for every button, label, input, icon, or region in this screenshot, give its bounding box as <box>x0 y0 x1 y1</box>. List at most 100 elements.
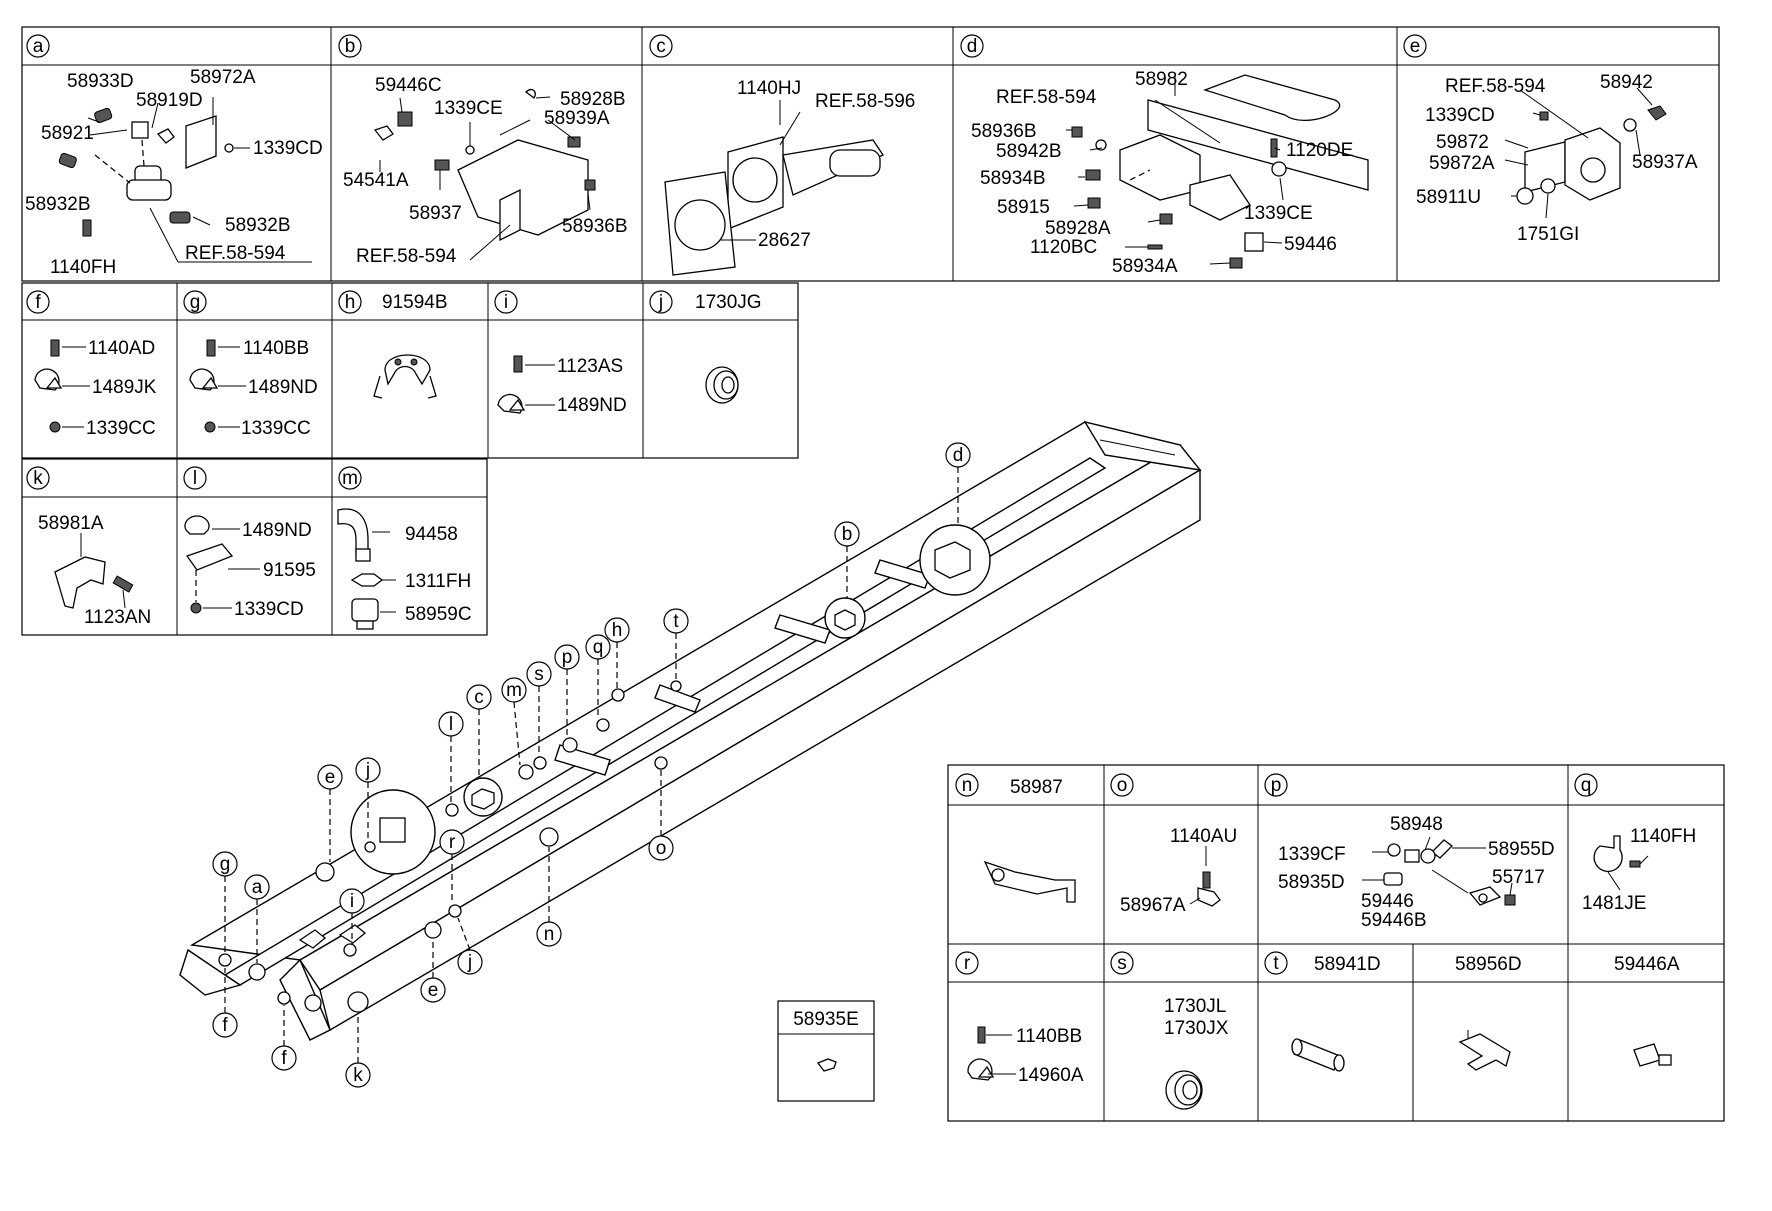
part-label: 1489ND <box>242 520 312 541</box>
panel-p-drawing: 58948 1339CF 58955D 58935D 55717 59446 5… <box>1278 814 1555 931</box>
callout-i: i <box>339 888 365 944</box>
part-label: 55717 <box>1492 867 1545 888</box>
part-label: h <box>612 620 623 641</box>
panel-o-drawing: 1140AU 58967A <box>1120 826 1237 916</box>
part-label: 1730JL <box>1164 996 1226 1017</box>
part-label: 91594B <box>382 292 448 313</box>
part-label: 1730JG <box>695 292 762 313</box>
part-label: 58972A <box>190 67 256 88</box>
part-label: l <box>449 714 453 735</box>
callout-e-top: e <box>317 764 343 862</box>
part-label: h <box>345 292 356 313</box>
standalone-label: 58935E <box>793 1009 859 1030</box>
part-label: 58932B <box>25 194 91 215</box>
part-label: q <box>1581 775 1592 796</box>
part-label: f <box>35 292 41 313</box>
panel-f-drawing: 1140AD 1489JK 1339CC <box>34 338 157 439</box>
standalone-58935e-box: 58935E <box>777 1000 875 1102</box>
part-label: 58987 <box>1010 777 1063 798</box>
part-label: 1489ND <box>557 395 627 416</box>
part-label: c <box>656 36 666 57</box>
part-label: 58928B <box>560 89 626 110</box>
part-label: t <box>1273 953 1279 974</box>
part-label: 58928A <box>1045 218 1111 239</box>
callout-f-right: f <box>271 1005 297 1071</box>
part-label: j <box>467 952 472 973</box>
panel-letter-p: p <box>1264 773 1288 797</box>
part-label: 1123AN <box>84 607 151 628</box>
part-label: g <box>220 854 231 875</box>
panel-letter-f: f <box>26 290 50 314</box>
panel-letters: a b c d e f g h i j k l m n o p q r s t <box>26 34 1598 975</box>
panel-letter-c: c <box>649 34 673 58</box>
part-label: 58934A <box>1112 256 1178 277</box>
part-label: p <box>562 647 573 668</box>
callout-n: n <box>536 847 562 947</box>
part-label: 58982 <box>1135 69 1188 90</box>
part-label: 59446A <box>1614 954 1680 975</box>
part-label: 1730JX <box>1164 1018 1229 1039</box>
part-label: 58959C <box>405 604 472 625</box>
part-label: 58911U <box>1416 187 1481 208</box>
part-label: 59446 <box>1361 891 1414 912</box>
part-label: 1120BC <box>1030 237 1097 258</box>
callout-j-bottom: j <box>457 917 483 975</box>
callout-l: l <box>438 711 464 804</box>
part-label: 58948 <box>1390 814 1443 835</box>
part-label: 58936B <box>971 121 1037 142</box>
panel-s-drawing: 1730JL 1730JX <box>1164 996 1229 1110</box>
frame-callouts: d b t h q p s m c l e j o r g a i n e j … <box>212 442 971 1088</box>
panel-letter-o: o <box>1110 773 1134 797</box>
callout-f-left: f <box>212 968 238 1038</box>
part-label: 1481JE <box>1582 893 1646 914</box>
part-label: b <box>842 524 853 545</box>
panel-r-drawing: 1140BB 14960A <box>967 1026 1084 1086</box>
panel-letter-r: r <box>955 951 979 975</box>
part-label: 1339CD <box>234 599 304 620</box>
part-label: 1339CC <box>241 418 311 439</box>
part-label: a <box>33 36 44 57</box>
panel-d-drawing: 58982 REF.58-594 58936B 58942B 1120DE 58… <box>971 69 1369 277</box>
callout-h: h <box>604 617 630 689</box>
callout-m: m <box>501 677 527 766</box>
callout-e-bottom: e <box>420 940 446 1003</box>
part-label: REF.58-594 <box>1445 76 1546 97</box>
panel-v-drawing: 59446A <box>1614 954 1680 1067</box>
part-label: m <box>506 680 522 701</box>
truck-frame <box>179 420 1202 1041</box>
callout-t: t <box>663 608 689 681</box>
callout-k: k <box>345 1013 371 1088</box>
part-label: l <box>193 468 197 489</box>
part-label: 58942 <box>1600 72 1653 93</box>
part-label: 58935D <box>1278 872 1345 893</box>
panel-letter-e: e <box>1403 34 1427 58</box>
part-label: f <box>222 1015 228 1036</box>
part-label: 58932B <box>225 215 291 236</box>
part-label: 91595 <box>263 560 316 581</box>
part-label: k <box>33 468 43 489</box>
panel-l-drawing: 1489ND 91595 1339CD <box>184 515 316 620</box>
panel-q-drawing: 1140FH 1481JE <box>1582 826 1696 914</box>
row3-grid <box>21 458 488 636</box>
part-label: 59446 <box>1284 234 1337 255</box>
part-label: 1140HJ <box>737 78 801 99</box>
part-label: q <box>593 637 604 658</box>
panel-m-drawing: 94458 1311FH 58959C <box>337 508 472 630</box>
part-label: e <box>325 767 336 788</box>
part-label: e <box>428 980 439 1001</box>
part-label: 1339CC <box>86 418 156 439</box>
panel-letter-n: n <box>955 773 979 797</box>
callout-o: o <box>648 770 674 861</box>
panel-letter-l: l <box>183 466 207 490</box>
part-label: 1339CE <box>1244 203 1313 224</box>
part-label: 1339CD <box>253 138 323 159</box>
part-label: o <box>1117 775 1128 796</box>
part-label: f <box>281 1048 287 1069</box>
callout-b: b <box>834 521 860 598</box>
part-label: d <box>953 445 964 466</box>
panel-letter-i: i <box>494 290 518 314</box>
part-label: 59446B <box>1361 910 1427 931</box>
part-label: 1751GI <box>1517 224 1579 245</box>
panel-k-drawing: 58981A 1123AN <box>38 513 151 628</box>
panel-i-drawing: 1123AS 1489ND <box>497 355 627 416</box>
